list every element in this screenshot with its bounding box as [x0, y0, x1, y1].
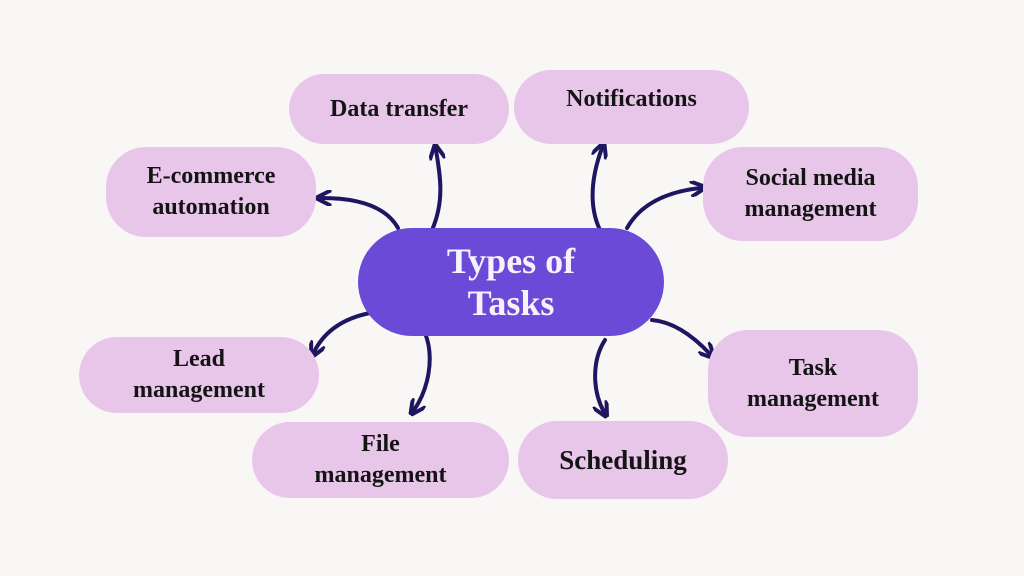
node-scheduling: Scheduling: [518, 421, 728, 499]
node-file-management: File management: [252, 422, 509, 498]
node-label: Task management: [747, 354, 879, 412]
node-label: Data transfer: [330, 95, 468, 122]
arrow-to-social-media: [625, 188, 700, 230]
node-label: Social media management: [744, 165, 877, 222]
arrow-to-task-management: [650, 318, 710, 354]
node-notifications: Notifications: [514, 70, 749, 144]
arrow-to-scheduling: [595, 338, 605, 412]
node-label: Notifications: [566, 86, 697, 112]
arrow-to-lead-management: [314, 311, 372, 352]
node-task-management: Task management: [708, 330, 918, 437]
node-data-transfer: Data transfer: [289, 74, 509, 144]
node-label: File management: [314, 431, 447, 488]
central-node-label: Types of Tasks: [446, 241, 576, 323]
node-e-commerce-automation: E-commerce automation: [106, 147, 316, 237]
arrow-to-notifications: [590, 148, 602, 232]
arrow-to-data-transfer: [432, 150, 440, 232]
arrow-to-file-management: [414, 331, 432, 410]
arrow-to-ecommerce: [322, 198, 400, 230]
node-lead-management: Lead management: [79, 337, 319, 413]
node-label: Scheduling: [559, 444, 687, 475]
central-node: Types of Tasks: [358, 228, 664, 336]
node-social-media-management: Social media management: [703, 147, 918, 241]
node-label: Lead management: [133, 346, 265, 403]
node-label: E-commerce automation: [146, 163, 276, 220]
